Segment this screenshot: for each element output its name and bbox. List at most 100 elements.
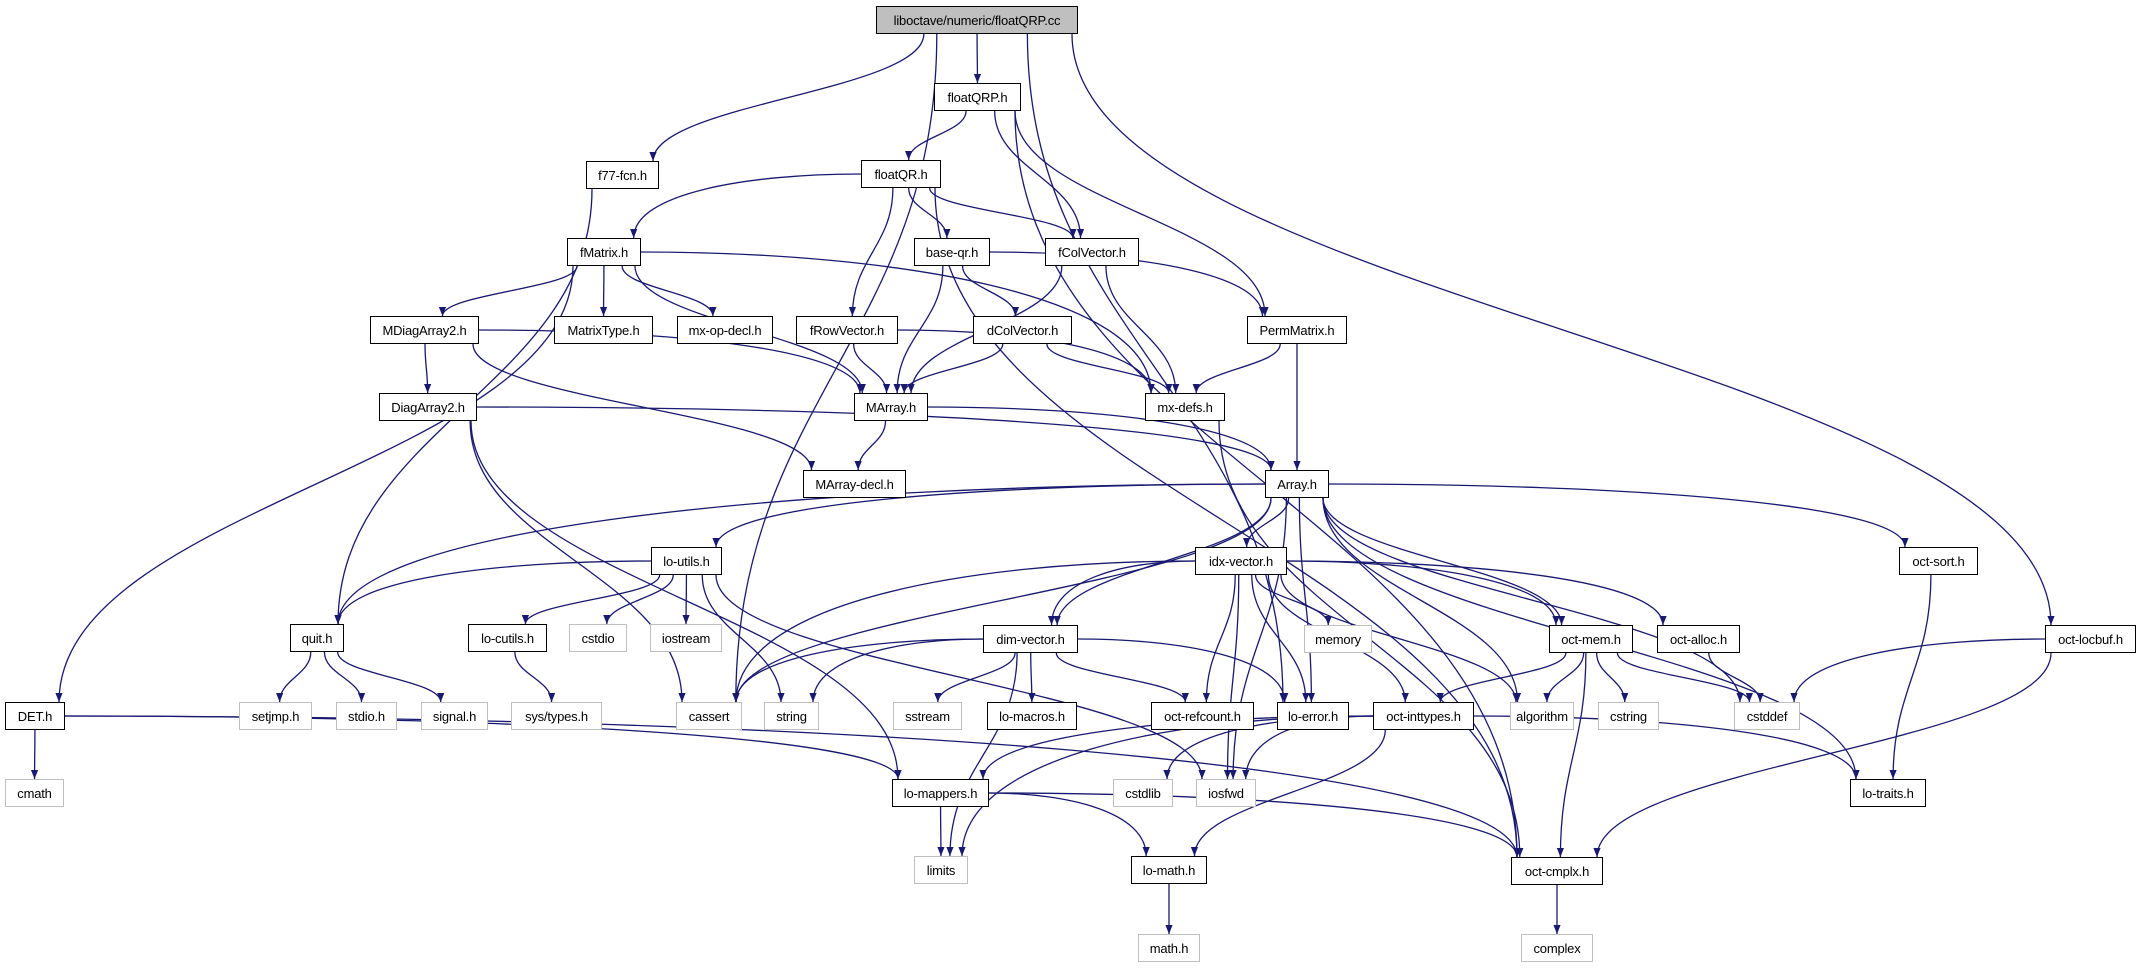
edge-octmem-to-algorithm — [1543, 652, 1585, 703]
node-setjmp: setjmp.h — [239, 702, 312, 730]
edge-octlocbuf-to-cstddef — [1790, 638, 2046, 703]
edge-octmem-to-cstddef — [1616, 652, 1753, 703]
edge-idxvector-to-algorithm — [1280, 574, 1520, 703]
edge-floatqrp-to-permmatrix — [1014, 110, 1269, 317]
node-lotraits[interactable]: lo-traits.h — [1850, 779, 1926, 807]
node-baseqr[interactable]: base-qr.h — [914, 238, 990, 266]
node-lomath[interactable]: lo-math.h — [1131, 856, 1207, 884]
node-octsort[interactable]: oct-sort.h — [1899, 547, 1978, 575]
node-signal: signal.h — [421, 702, 488, 730]
edge-dimvector-to-loerror — [1077, 638, 1289, 703]
edge-array-to-cassert — [732, 497, 1272, 703]
edge-baseqr-to-marray — [893, 265, 944, 394]
node-octrefcount[interactable]: oct-refcount.h — [1151, 702, 1254, 730]
node-fcolvector[interactable]: fColVector.h — [1045, 238, 1139, 266]
edge-dimvector-to-sstream — [934, 652, 1016, 703]
edge-floatqrp-to-floatqr — [905, 110, 967, 161]
node-lomappers[interactable]: lo-mappers.h — [892, 779, 989, 807]
edge-array-to-loerror — [1298, 497, 1315, 703]
edge-array-to-iosfwd — [1229, 497, 1287, 780]
edge-fmatrix-to-mxopdecl — [621, 265, 717, 317]
node-f77fcn[interactable]: f77-fcn.h — [586, 161, 659, 189]
edge-dcolvector-to-mxdefs — [1046, 343, 1173, 394]
edge-lomappers-to-lomath — [988, 792, 1150, 857]
edge-root-to-octlocbuf — [1071, 33, 2055, 626]
edge-octmem-to-octinttypes — [1436, 652, 1567, 703]
edge-baseqr-to-permmatrix — [989, 251, 1267, 317]
node-algorithm: algorithm — [1510, 702, 1574, 730]
edge-dcolvector-to-marray — [900, 343, 1004, 394]
node-mathh: math.h — [1138, 934, 1200, 962]
node-lomacros[interactable]: lo-macros.h — [987, 702, 1077, 730]
edge-loutils-to-locutils — [521, 574, 661, 625]
edge-fmatrix-to-mdiagarray2 — [438, 265, 578, 317]
node-det[interactable]: DET.h — [5, 702, 65, 730]
edge-idxvector-to-octrefcount — [1202, 574, 1236, 703]
node-dcolvector[interactable]: dColVector.h — [973, 316, 1072, 344]
node-marray[interactable]: MArray.h — [854, 393, 928, 421]
node-limits: limits — [914, 856, 968, 884]
node-frowvector[interactable]: fRowVector.h — [796, 316, 898, 344]
edge-idxvector-to-memory — [1254, 574, 1332, 626]
node-permmatrix[interactable]: PermMatrix.h — [1247, 316, 1347, 344]
node-octcmplx[interactable]: oct-cmplx.h — [1511, 857, 1603, 885]
node-octlocbuf[interactable]: oct-locbuf.h — [2045, 625, 2136, 653]
edge-lomappers-to-octcmplx — [988, 792, 1521, 858]
edge-mdiagarray2-to-diagarray2 — [424, 343, 432, 394]
edge-octalloc-to-cstddef — [1708, 652, 1764, 703]
edge-idxvector-to-iosfwd — [1223, 574, 1240, 780]
node-mxdefs[interactable]: mx-defs.h — [1145, 393, 1225, 421]
node-loerror[interactable]: lo-error.h — [1277, 702, 1349, 730]
node-systypes: sys/types.h — [511, 702, 602, 730]
edge-det-to-octcmplx — [64, 715, 1521, 858]
node-loutils[interactable]: lo-utils.h — [651, 547, 722, 575]
edge-fmatrix-to-det — [55, 265, 574, 703]
node-cstdio: cstdio — [569, 624, 627, 652]
edge-floatqr-to-fmatrix — [630, 173, 862, 239]
node-cmath: cmath — [5, 779, 64, 807]
edge-idxvector-to-cassert — [732, 560, 1196, 703]
edge-marray-to-marraydecl — [854, 420, 887, 471]
node-string: string — [764, 702, 819, 730]
node-fmatrix[interactable]: fMatrix.h — [567, 238, 641, 266]
node-cassert: cassert — [676, 702, 742, 730]
edge-loutils-to-cstdio — [603, 574, 674, 625]
edge-diagarray2-to-cassert — [469, 420, 686, 703]
node-dimvector[interactable]: dim-vector.h — [983, 625, 1078, 653]
node-iostream: iostream — [650, 624, 722, 652]
node-octalloc[interactable]: oct-alloc.h — [1657, 625, 1740, 653]
node-diagarray2[interactable]: DiagArray2.h — [379, 393, 477, 421]
node-idxvector[interactable]: idx-vector.h — [1195, 547, 1287, 575]
edge-floatqr-to-frowvector — [848, 187, 894, 317]
node-floatqrp[interactable]: floatQRP.h — [934, 83, 1021, 111]
edge-loutils-to-string — [701, 574, 785, 703]
edge-idxvector-to-octalloc — [1286, 560, 1667, 626]
node-marraydecl[interactable]: MArray-decl.h — [803, 470, 906, 498]
node-octinttypes[interactable]: oct-inttypes.h — [1373, 702, 1474, 730]
node-mdiagarray2[interactable]: MDiagArray2.h — [370, 316, 479, 344]
edge-dimvector-to-lomacros — [1028, 652, 1036, 703]
node-stdio: stdio.h — [336, 702, 397, 730]
node-locutils[interactable]: lo-cutils.h — [468, 624, 547, 652]
edge-dimvector-to-octrefcount — [1055, 652, 1189, 703]
node-floatqr[interactable]: floatQR.h — [861, 160, 941, 188]
edge-octinttypes-to-lomath — [1190, 729, 1386, 857]
edge-loutils-to-iosfwd — [715, 574, 1206, 780]
node-octmem[interactable]: oct-mem.h — [1549, 625, 1633, 653]
node-complex: complex — [1521, 934, 1593, 962]
node-matrixtype[interactable]: MatrixType.h — [554, 316, 653, 344]
edge-idxvector-to-loerror — [1251, 574, 1310, 703]
edge-floatqrp-to-fcolvector — [994, 110, 1085, 239]
edge-octsort-to-lotraits — [1889, 574, 1932, 780]
edge-frowvector-to-marray — [852, 343, 891, 394]
node-mxopdecl[interactable]: mx-op-decl.h — [677, 316, 773, 344]
node-array[interactable]: Array.h — [1265, 470, 1329, 498]
edge-array-to-loutils — [712, 483, 1266, 548]
node-root: liboctave/numeric/floatQRP.cc — [876, 6, 1078, 34]
edge-dimvector-to-limits — [946, 652, 1018, 857]
node-cstddef: cstddef — [1734, 702, 1800, 730]
node-iosfwd: iosfwd — [1196, 779, 1256, 807]
edge-array-to-quit — [334, 483, 1266, 625]
node-quit[interactable]: quit.h — [290, 624, 344, 652]
